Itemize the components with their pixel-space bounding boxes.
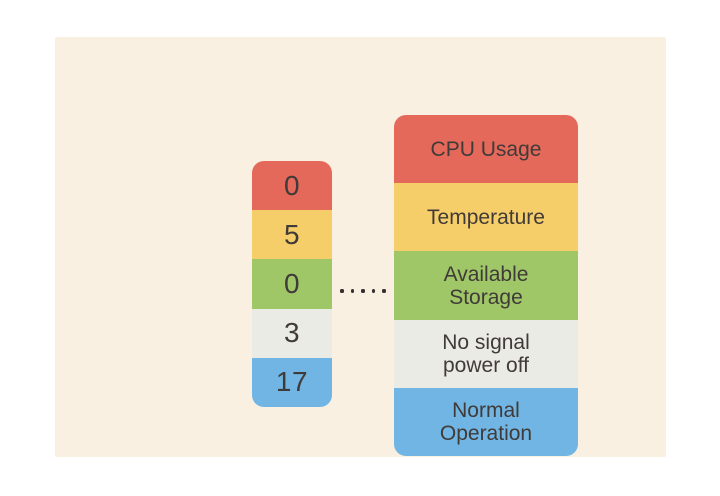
connector-dot <box>371 289 375 293</box>
connector-dot <box>350 289 354 293</box>
dotted-connector <box>340 289 386 293</box>
label-cell-normal-operation: Normal Operation <box>394 387 578 456</box>
label-cell-cpu-usage: CPU Usage <box>394 115 578 184</box>
connector-dot <box>340 289 344 293</box>
value-cell-cpu-usage: 0 <box>252 161 332 211</box>
labels-column: CPU Usage Temperature Available Storage … <box>394 115 578 456</box>
value-cell-normal-operation: 17 <box>252 357 332 407</box>
value-cell-temperature: 5 <box>252 210 332 260</box>
diagram-panel: 0 5 0 3 17 CPU Usage Temperature Availab… <box>55 37 666 457</box>
connector-dot <box>361 289 365 293</box>
connector-dot <box>382 289 386 293</box>
label-cell-available-storage: Available Storage <box>394 251 578 320</box>
label-cell-temperature: Temperature <box>394 183 578 252</box>
label-cell-no-signal: No signal power off <box>394 319 578 388</box>
values-column: 0 5 0 3 17 <box>252 161 332 407</box>
value-cell-no-signal: 3 <box>252 308 332 358</box>
value-cell-available-storage: 0 <box>252 259 332 309</box>
